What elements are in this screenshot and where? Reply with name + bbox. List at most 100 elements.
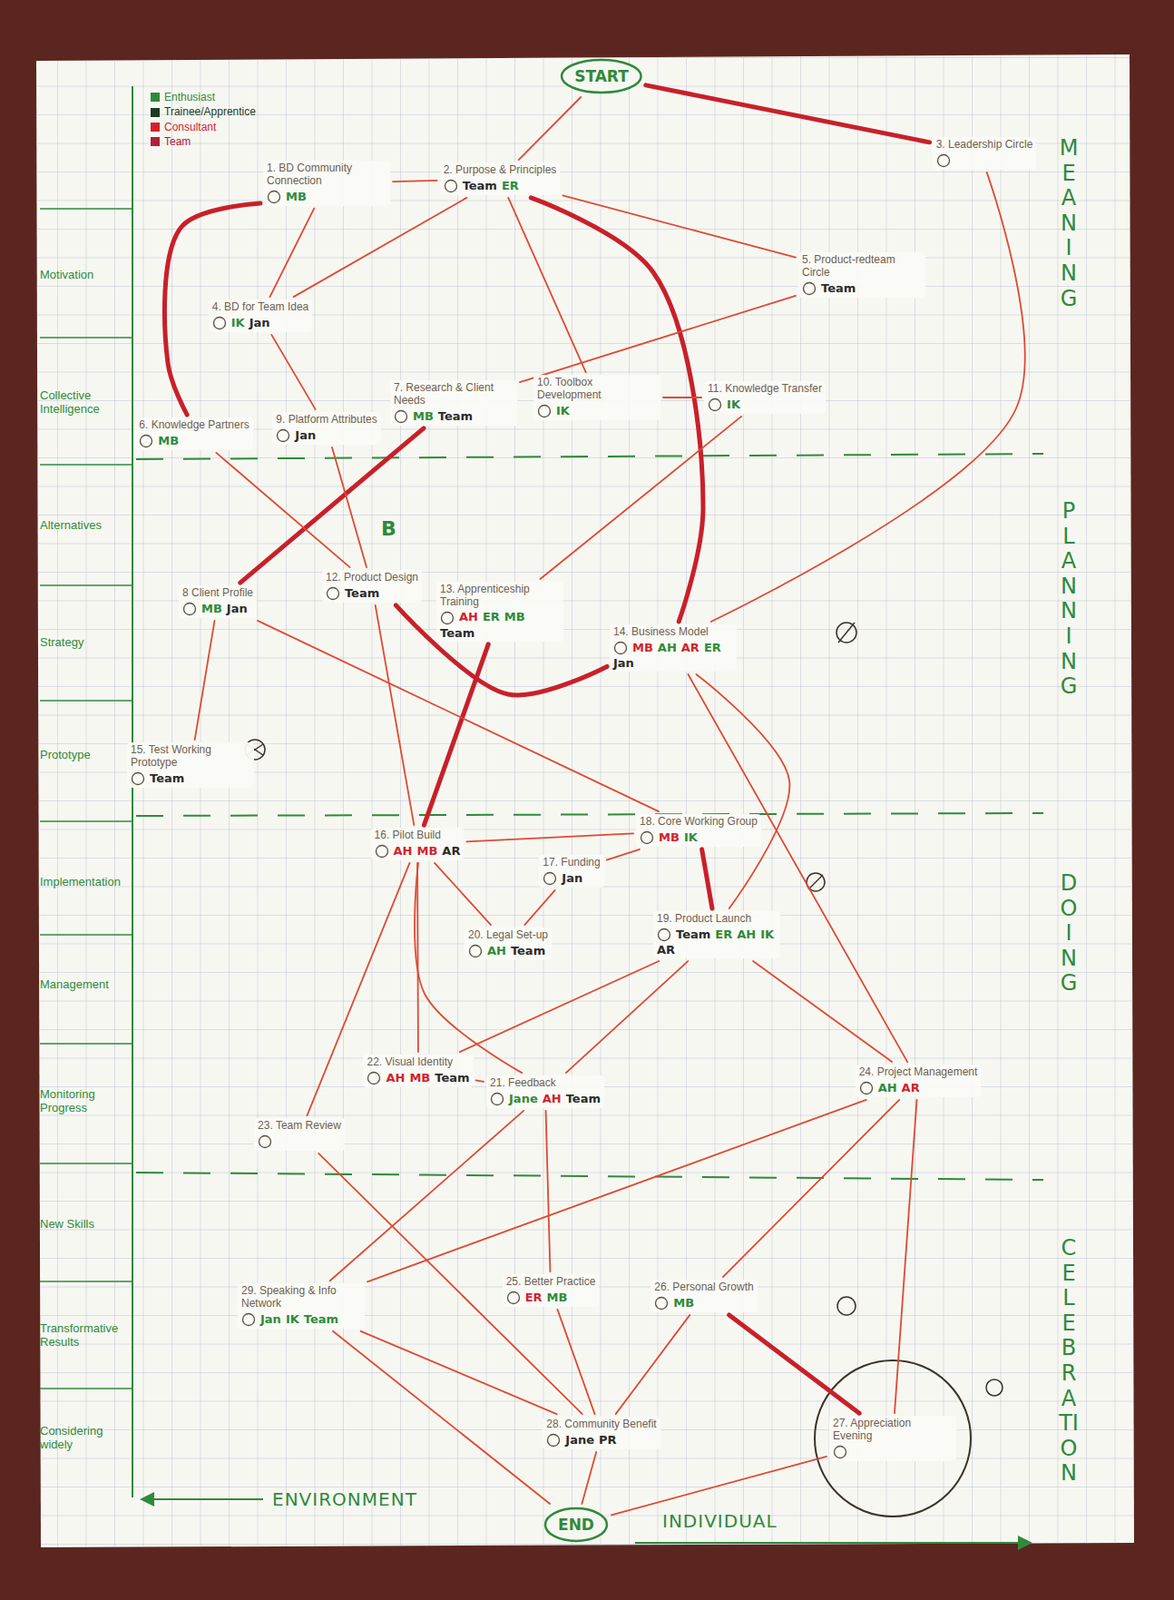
row-label: Collective Intelligence [39, 389, 131, 417]
connector [539, 416, 742, 579]
connector [459, 960, 659, 1052]
step-title: 23. Team Review [257, 1119, 342, 1133]
member-initials: Jan [613, 656, 635, 670]
legend-item: Enthusiast [150, 90, 256, 104]
connector [332, 447, 367, 568]
step-node: 6. Knowledge PartnersMB [135, 417, 253, 451]
step-row: IK [707, 397, 822, 412]
main-route-connector [530, 197, 704, 622]
step-circle-outline [547, 1433, 560, 1446]
legend-text: Consultant [164, 120, 216, 134]
step-row: MB [266, 189, 387, 205]
step-title: 28. Community Benefit [546, 1418, 656, 1431]
step-row: IKJan [212, 315, 310, 331]
step-node: 7. Research & Client NeedsMBTeam [390, 380, 518, 426]
step-row: JanePR [546, 1432, 656, 1448]
step-node: 16. Pilot BuildAHMBAR [371, 827, 465, 861]
step-row: MB [654, 1295, 754, 1311]
step-title: 13. Apprenticeship Training [440, 583, 560, 609]
step-circle [468, 943, 483, 959]
legend-swatch [150, 136, 160, 147]
step-circle [802, 281, 817, 296]
row-axis [131, 86, 134, 1497]
member-initials: MB [673, 1296, 695, 1310]
step-row [936, 153, 1034, 168]
step-circle-outline [491, 1092, 504, 1105]
step-circle-outline [277, 429, 290, 441]
step-node: 27. Appreciation Evening [829, 1415, 957, 1461]
member-initials: MB [412, 410, 434, 423]
legend-swatch [150, 122, 160, 132]
step-node: 10. Toolbox DevelopmentIK [533, 374, 661, 421]
connector [195, 620, 216, 740]
member-initials: Jane [508, 1092, 539, 1106]
member-initials: AH [459, 610, 479, 624]
member-initials: AR [901, 1081, 920, 1095]
step-row: AHMBAR [374, 843, 461, 859]
connector [687, 674, 908, 1062]
connector [476, 1079, 484, 1081]
step-node: 4. BD for Team IdeaIKJan [208, 299, 314, 333]
step-node: 25. Better PracticeERMB [502, 1273, 600, 1307]
member-initials: ER [704, 641, 722, 655]
step-title: 19. Product Launch [656, 912, 777, 926]
step-title: 8 Client Profile [182, 587, 254, 600]
step-title: 11. Knowledge Transfer [707, 382, 822, 396]
step-title: 15. Test Working Prototype [130, 743, 251, 770]
step-circle-outline [375, 844, 388, 857]
member-initials: MB [285, 190, 307, 204]
terminal-ellipse [561, 59, 642, 93]
step-title: 26. Personal Growth [654, 1281, 754, 1294]
connector [894, 1099, 918, 1413]
step-circle-outline [444, 179, 457, 192]
step-title: 5. Product-redteam Circle [802, 254, 922, 280]
connector [416, 862, 420, 1052]
step-row: Jan [542, 870, 600, 886]
member-initials: IK [556, 404, 570, 418]
row-label: Monitoring Progress [39, 1087, 131, 1116]
step-circle-outline [507, 1291, 519, 1303]
connector [271, 334, 315, 410]
step-title: 4. BD for Team Idea [212, 301, 310, 314]
step-node: 29. Speaking & Info NetworkJanIKTeam [237, 1282, 365, 1329]
connector [215, 452, 350, 568]
member-initials: Team [566, 1092, 601, 1106]
row-label: Transformative Results [39, 1321, 131, 1350]
step-circle-outline [140, 434, 153, 447]
connector [293, 197, 468, 297]
row-label: Implementation [39, 875, 131, 890]
phase-label: PLANNING [1057, 498, 1080, 700]
main-route-connector [240, 428, 424, 583]
step-circle-outline [326, 587, 339, 599]
connector [361, 1330, 558, 1414]
member-initials: IK [684, 831, 698, 844]
paper-sheet [36, 54, 1135, 1547]
member-initials: IK [760, 928, 774, 941]
step-circle-outline [538, 404, 551, 417]
step-row: TeamER [443, 178, 558, 194]
member-initials: ER [714, 928, 733, 941]
step-circle-outline [395, 410, 408, 422]
step-circle-outline [937, 154, 949, 167]
step-node: 3. Leadership Circle [932, 136, 1038, 170]
member-initials: Team [462, 179, 498, 193]
main-route-connector [702, 849, 713, 909]
step-circle-outline [469, 944, 481, 957]
legend-text: Enthusiast [164, 90, 216, 104]
step-row: MB [138, 433, 249, 449]
step-row: AHAR [859, 1080, 979, 1096]
step-title: 7. Research & Client Needs [393, 381, 514, 408]
terminal-text: END [557, 1515, 595, 1534]
connector [663, 396, 702, 399]
main-route-connector [645, 85, 930, 143]
step-circle-outline [834, 1445, 847, 1458]
margin-mark: B [381, 517, 397, 540]
legend-swatch [150, 92, 160, 102]
step-circle-outline [183, 602, 196, 615]
step-circle [546, 1432, 561, 1448]
step-row: AHMBTeam [366, 1070, 470, 1086]
step-circle-outline [658, 928, 671, 940]
step-row: Team [130, 771, 251, 786]
member-initials: MB [417, 844, 439, 858]
step-circle [266, 189, 282, 205]
